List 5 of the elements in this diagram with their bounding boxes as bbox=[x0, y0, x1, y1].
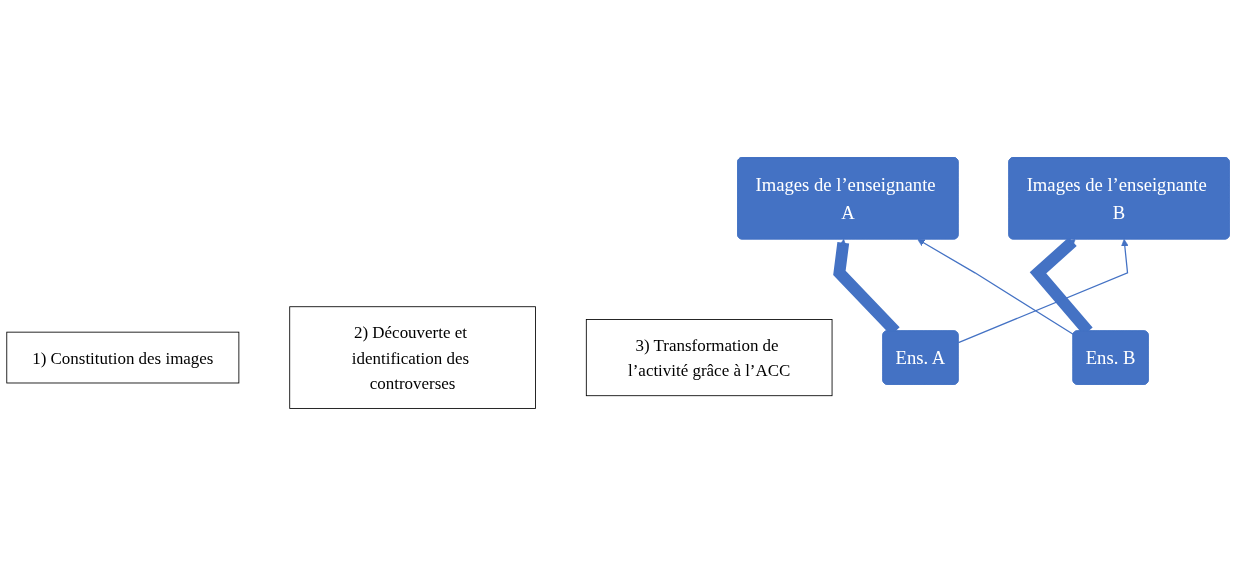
node-box: 2) Découverte et identification des controverses bbox=[289, 306, 536, 409]
node-box: 1) Constitution des images bbox=[6, 331, 240, 384]
arrow bbox=[917, 239, 1075, 336]
node-box: 3) Transformation de l’activité grâce à l’ACC bbox=[585, 319, 833, 397]
arrow bbox=[957, 239, 1129, 344]
